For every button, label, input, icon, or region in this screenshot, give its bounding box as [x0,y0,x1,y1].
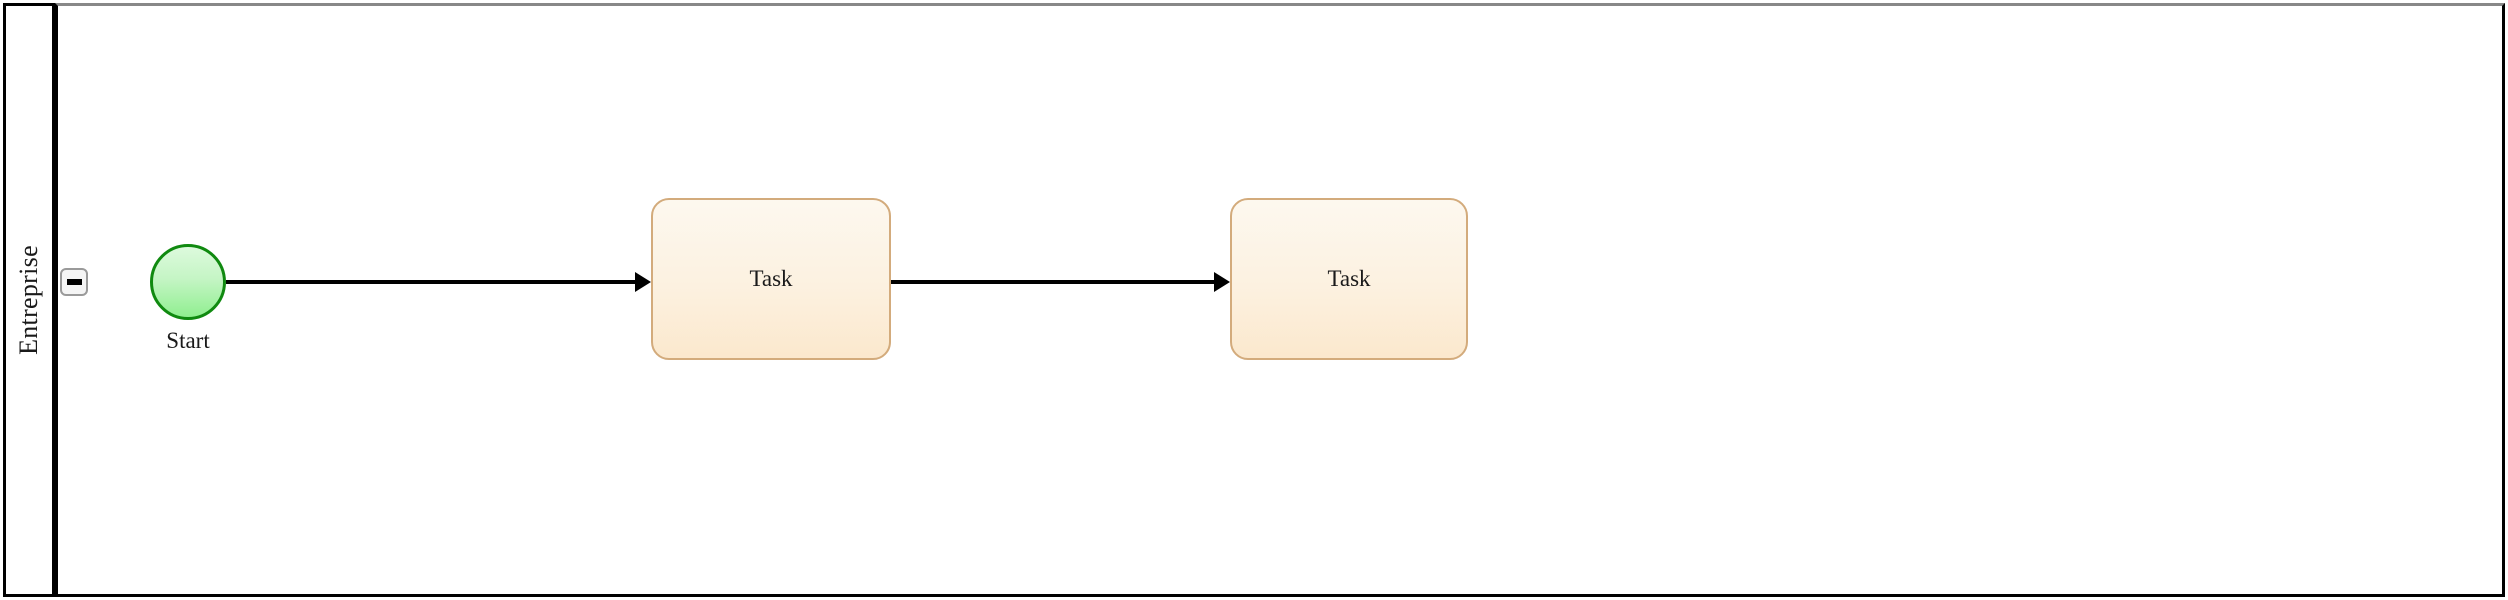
pool-title: Entreprise [14,245,43,355]
sequence-flow-start-to-task-1[interactable] [226,272,651,292]
pool-header[interactable]: Entreprise [3,3,55,597]
minus-icon [66,279,82,285]
task-node-2[interactable]: Task [1230,198,1468,360]
start-event-label: Start [166,328,210,353]
arrowhead-icon [635,272,651,292]
sequence-flow-task-1-to-task-2[interactable] [891,272,1230,292]
arrowhead-icon [1214,272,1230,292]
pool-collapse-button[interactable] [60,268,88,296]
task-label: Task [749,266,793,291]
task-node-1[interactable]: Task [651,198,891,360]
start-event[interactable]: Start [150,244,226,353]
start-event-circle [150,244,226,320]
task-label: Task [1327,266,1371,291]
